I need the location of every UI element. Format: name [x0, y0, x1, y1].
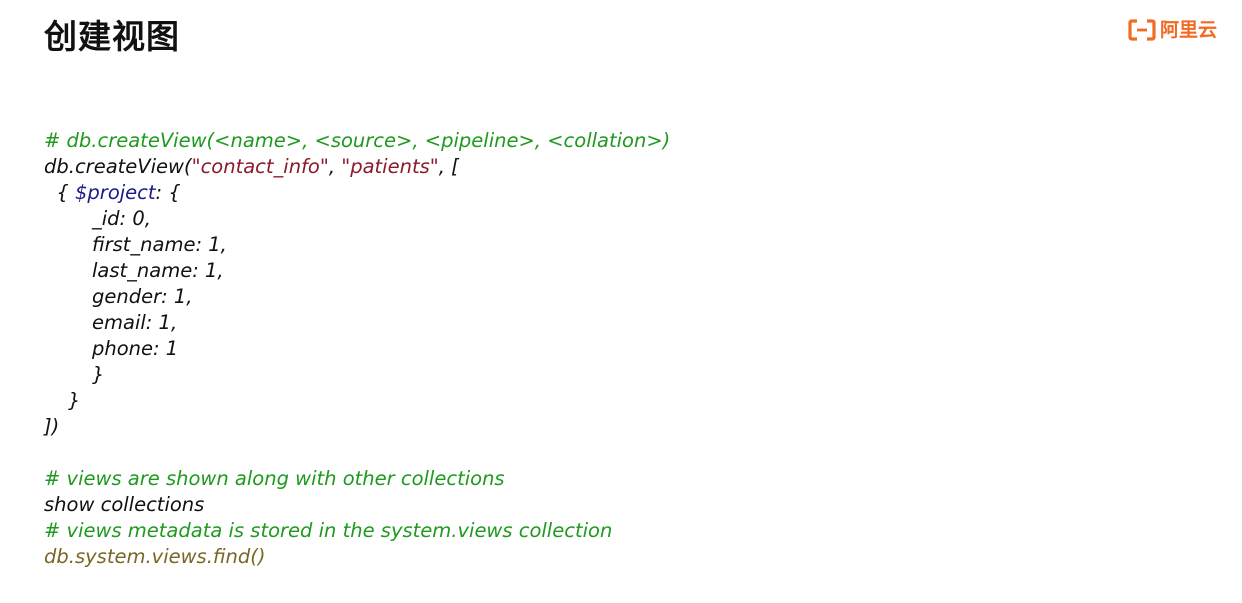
code-createview-suffix: , [	[438, 155, 459, 178]
aliyun-logo: 阿里云	[1128, 16, 1217, 44]
code-comment-views-shown: # views are shown along with other colle…	[44, 467, 505, 490]
code-string-view-name: "contact_info"	[191, 155, 329, 178]
code-close-all: ])	[44, 415, 60, 438]
code-arg-separator: ,	[328, 155, 342, 178]
code-comment-signature: # db.createView(<name>, <source>, <pipel…	[44, 129, 671, 152]
slide-title: 创建视图	[44, 17, 180, 56]
code-close-inner-brace: }	[92, 363, 105, 386]
code-comment-metadata: # views metadata is stored in the system…	[44, 519, 613, 542]
code-field-line: last_name: 1,	[92, 259, 224, 282]
code-field-line: phone: 1	[92, 337, 179, 360]
code-close-outer-brace: }	[68, 389, 81, 412]
code-block: # db.createView(<name>, <source>, <pipel…	[44, 128, 670, 570]
logo-text: 阿里云	[1160, 19, 1218, 41]
code-show-collections: show collections	[44, 493, 205, 516]
code-createview-line: db.createView("contact_info", "patients"…	[44, 154, 670, 180]
code-field-line: email: 1,	[92, 311, 178, 334]
code-field-line: gender: 1,	[92, 285, 193, 308]
code-string-source: "patients"	[341, 155, 439, 178]
code-project-operator: $project	[75, 181, 156, 204]
code-createview-prefix: db.createView(	[44, 155, 192, 178]
code-field-line: _id: 0,	[92, 207, 151, 230]
code-project-line: { $project: {	[44, 180, 670, 206]
aliyun-bracket-icon	[1128, 19, 1156, 41]
code-field-line: first_name: 1,	[92, 233, 227, 256]
code-project-suffix: : {	[155, 181, 181, 204]
code-find-command: db.system.views.find()	[44, 545, 266, 568]
code-project-prefix: {	[44, 181, 76, 204]
code-blank-line	[44, 440, 670, 466]
